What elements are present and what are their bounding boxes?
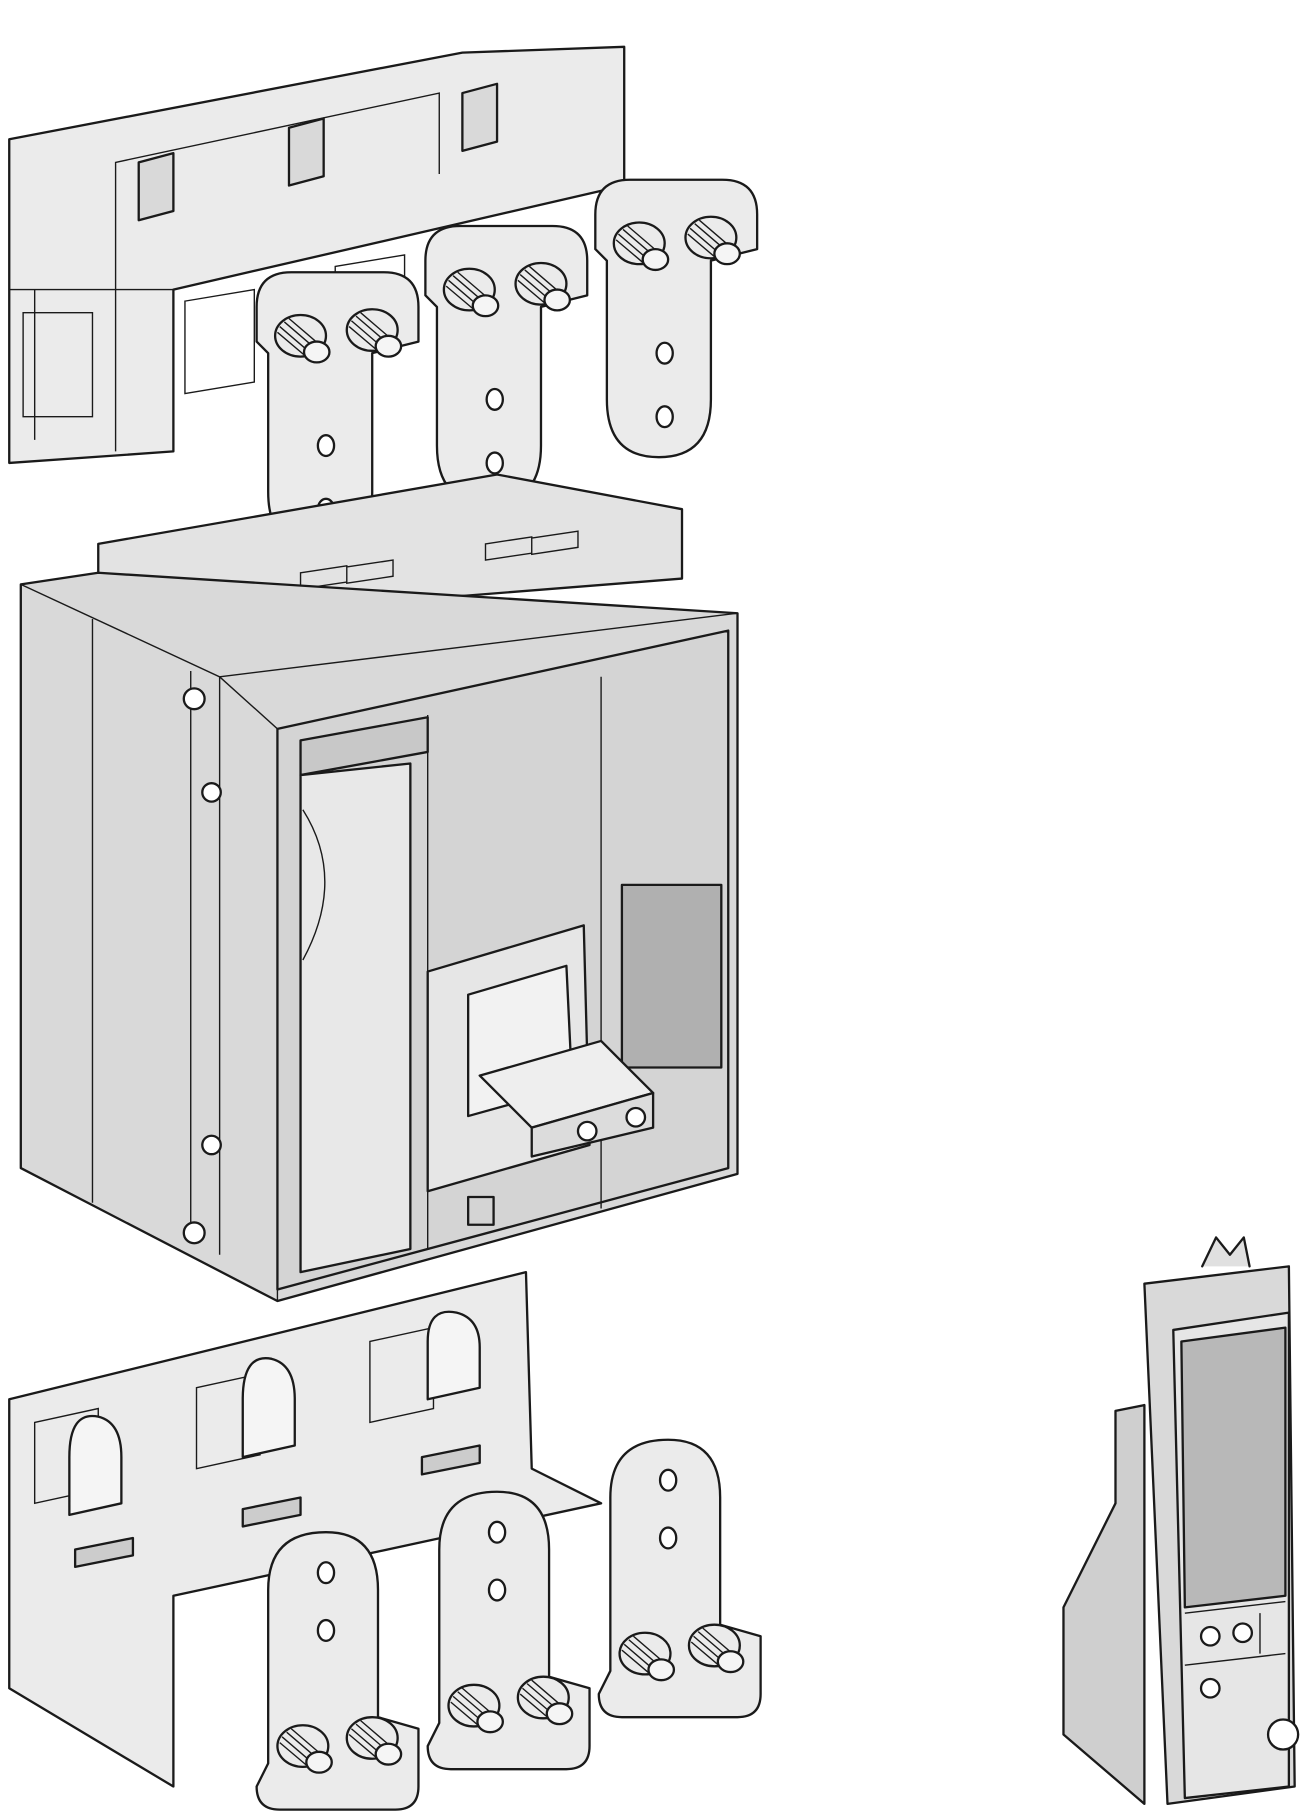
trip-dial-2[interactable] [1232,1622,1254,1644]
bottom-terminal-shield [8,1270,603,1788]
breaker-handle [478,1039,655,1158]
label-plate [620,883,723,1069]
trip-dial-1[interactable] [1199,1625,1221,1647]
bottom-terminal-pad-2 [428,1492,590,1769]
test-socket [1266,1718,1300,1751]
top-terminal-pad-3 [595,180,757,457]
breaker-body [19,473,739,1303]
top-terminal-shield [8,45,626,465]
bottom-terminal-pad-3 [599,1440,761,1717]
top-terminal-pad-2 [425,226,587,503]
trip-unit [1062,1236,1300,1806]
trip-dial-3[interactable] [1199,1677,1221,1699]
bottom-terminal-pad-1 [257,1532,419,1809]
